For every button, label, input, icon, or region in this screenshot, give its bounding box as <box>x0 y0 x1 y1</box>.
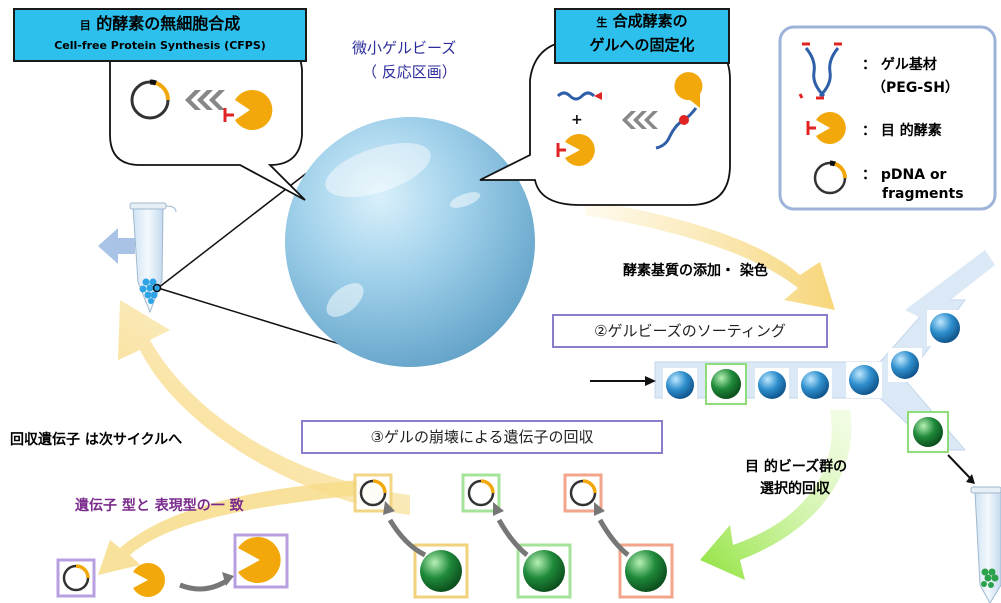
next-cycle-label: 回収遺伝子 は次サイクルへ <box>10 432 183 448</box>
step-substrate-label: 酵素基質の添加・ 染色 <box>623 263 768 279</box>
callout-left-title-prefix: 目 <box>79 19 91 32</box>
arrow-genotype <box>98 480 360 575</box>
step-recovery-label: ③ゲルの崩壊による遺伝子の回収 <box>301 420 663 454</box>
recovery-beads <box>413 543 674 599</box>
callout-right-title-line2: ゲルへの固定化 <box>589 36 695 54</box>
step-selective-line2: 選択的回収 <box>760 481 830 497</box>
blue-arrow-left <box>98 228 135 264</box>
callout-right-title: 生 合成酵素の ゲルへの固定化 <box>554 8 730 64</box>
callout-right-title-prefix: 生 <box>596 16 608 29</box>
callout-right-title-line1: 合成酵素の <box>612 12 688 30</box>
callout-right-plus: + <box>571 112 583 128</box>
chevrons-right <box>622 111 658 129</box>
legend-gel-label-line2: （PEG-SH） <box>872 80 959 96</box>
legend-gel-label-line1: ： ゲル基材 <box>862 57 937 73</box>
tube-right <box>970 486 1001 603</box>
callout-right-bubble <box>479 39 731 206</box>
legend-enzyme-label: ： 目 的酵素 <box>862 123 942 139</box>
bead-label-line2: （ 反応区画） <box>362 63 457 81</box>
recovery-plasmids <box>353 473 603 513</box>
legend-dna-label-line2: fragments <box>882 186 964 202</box>
callout-left-bubble <box>109 41 306 201</box>
arrow-selective <box>700 410 852 580</box>
arrow-substrate <box>585 200 835 310</box>
step-selective-line1: 目 的ビーズ群の <box>745 459 848 475</box>
bead-label-line1: 微小ゲルビーズ <box>352 39 457 57</box>
callout-left-title: 目 的酵素の無細胞合成 Cell-free Protein Synthesis … <box>13 8 307 62</box>
chevrons-left <box>185 90 225 110</box>
channel-beads <box>663 310 963 453</box>
legend-dna-label-line1: ： pDNA or <box>862 167 947 183</box>
tube-left <box>129 202 177 314</box>
step-sorting-label: ②ゲルビーズのソーティング <box>552 314 828 348</box>
callout-left-title-ja: 的酵素の無細胞合成 <box>96 14 241 33</box>
callout-left-title-en: Cell-free Protein Synthesis (CFPS) <box>54 39 266 52</box>
genotype-label: 遺伝子 型と 表現型の一 致 <box>75 498 244 514</box>
